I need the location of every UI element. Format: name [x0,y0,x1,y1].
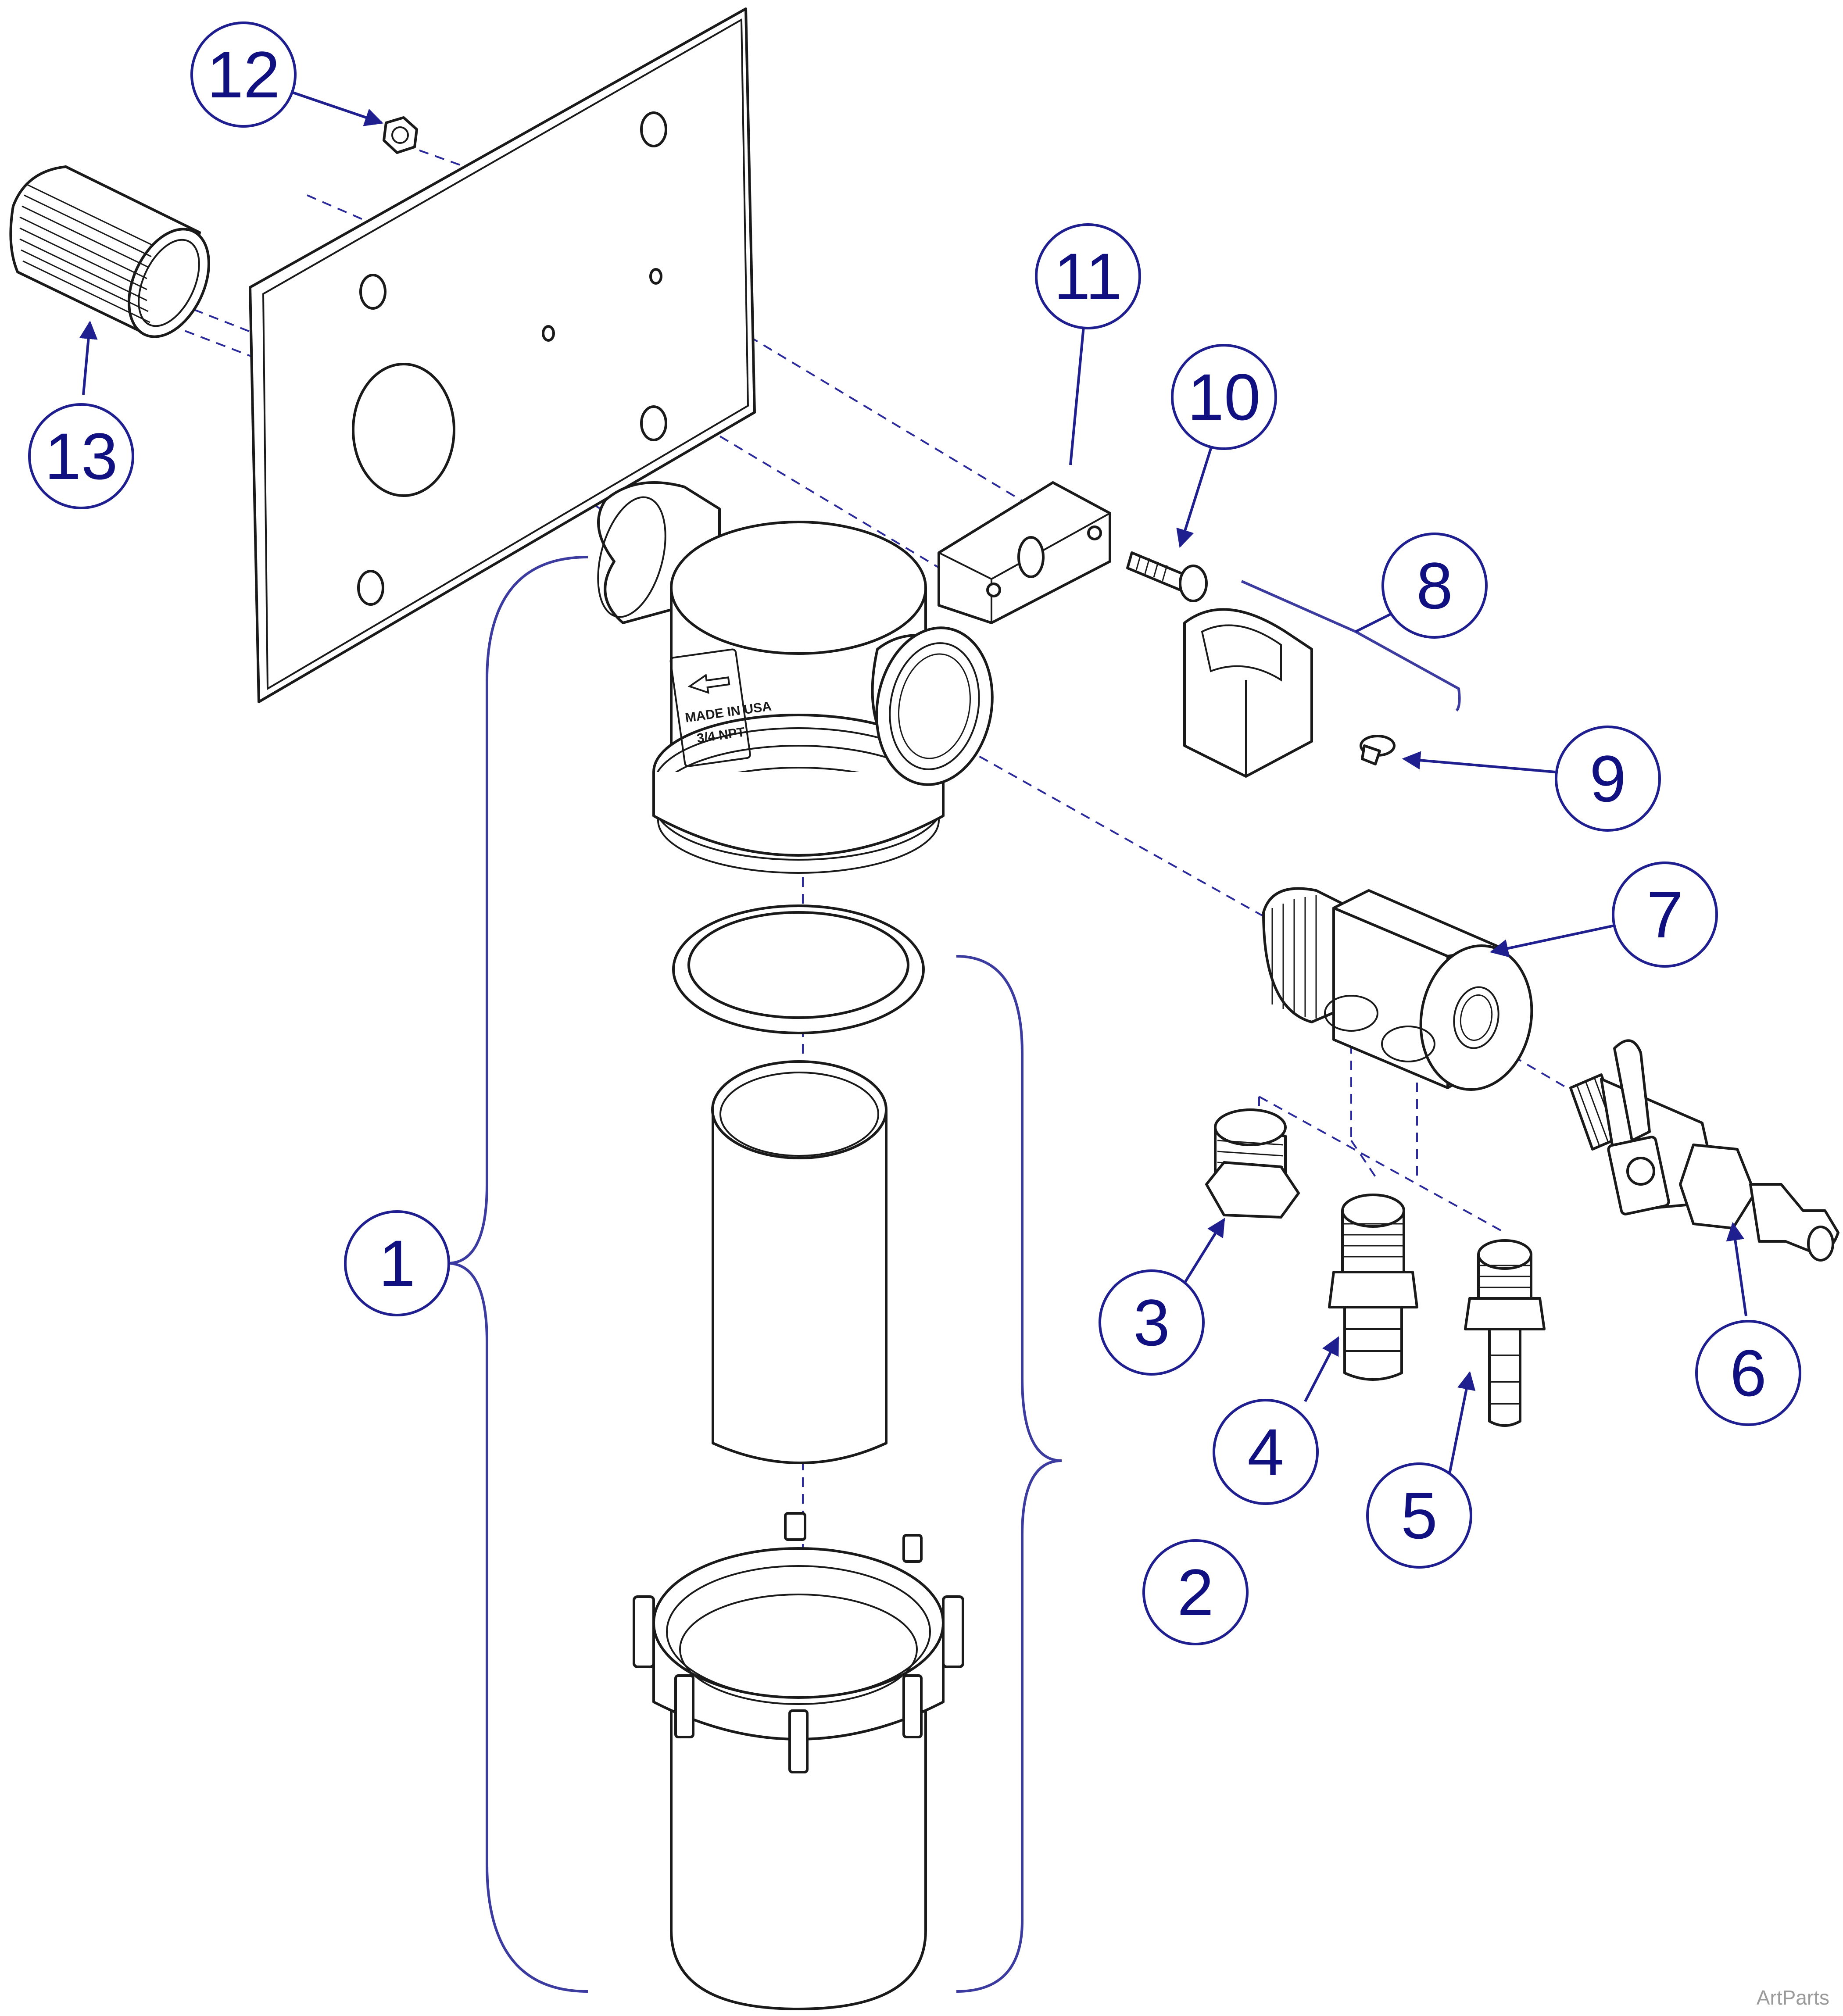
o-ring [672,904,925,1034]
hose-barb-large [1328,1194,1418,1381]
callout-11-label: 11 [1054,239,1122,313]
callout-6-label: 6 [1730,1336,1766,1410]
clamp-block [938,481,1111,624]
callout-6: 6 [1695,1320,1801,1426]
callout-13: 13 [28,403,134,509]
callout-7: 7 [1612,861,1718,968]
callout-12-label: 12 [207,38,280,111]
callout-4: 4 [1213,1399,1319,1505]
half-sleeve [1183,608,1313,778]
strainer-screen [711,1060,888,1464]
callout-1: 1 [344,1210,450,1316]
mounting-plate [249,7,756,703]
callout-12: 12 [190,21,297,128]
callout-3: 3 [1099,1269,1205,1376]
watermark-text: ArtParts [1757,1986,1829,2009]
ball-valve [1569,1039,1839,1262]
bracket-item-1 [447,556,588,1993]
callout-4-label: 4 [1247,1415,1284,1489]
callout-3-label: 3 [1133,1286,1170,1359]
nut [383,116,418,154]
strainer-housing-body: MADE IN USA 3/4 NPT [597,481,994,874]
left-arrow-icon [687,673,730,694]
leader-lines [79,89,1747,1483]
hose-barb-small [1464,1239,1546,1427]
hex-plug [1205,1108,1300,1219]
callout-2-label: 2 [1177,1555,1213,1629]
callout-13-label: 13 [45,419,118,493]
callout-11: 11 [1035,223,1141,329]
adapter-block [1262,887,1533,1091]
bracket-item-2 [956,955,1062,1993]
callout-7-label: 7 [1646,878,1683,951]
callout-5-label: 5 [1401,1479,1437,1552]
callout-8: 8 [1381,533,1488,639]
screw [1126,551,1208,602]
callout-10-label: 10 [1188,360,1261,434]
callout-5: 5 [1366,1462,1472,1569]
callout-8-label: 8 [1416,549,1453,622]
bracket-item-8 [1241,580,1461,712]
threaded-nipple [9,165,210,338]
flat-head-screw [1360,735,1396,765]
callout-2: 2 [1142,1539,1249,1645]
callouts: 1 2 3 4 5 6 7 8 [28,21,1801,1645]
callout-10: 10 [1171,344,1277,450]
callout-1-label: 1 [379,1226,415,1300]
callout-9-label: 9 [1589,742,1626,815]
callout-9: 9 [1555,726,1661,832]
strainer-bowl [633,1512,964,2010]
